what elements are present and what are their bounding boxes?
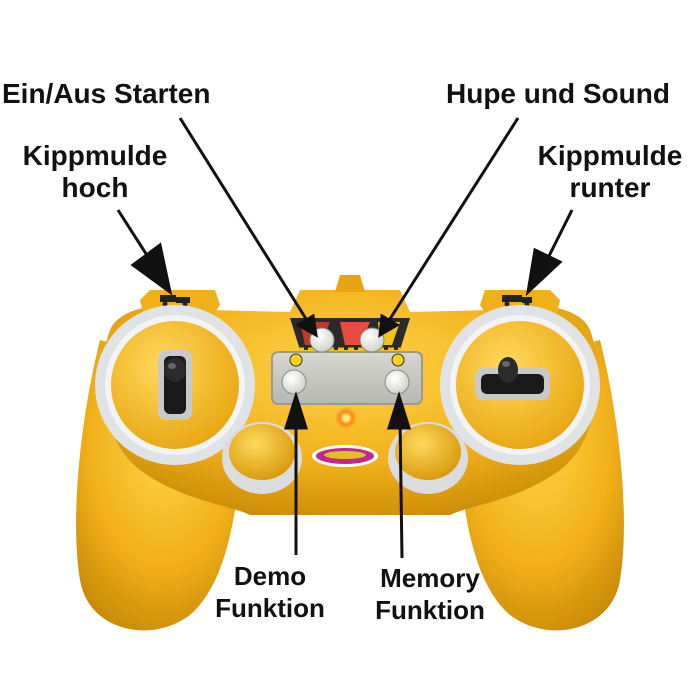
label-dump-up-line1: Kippmulde — [22, 140, 168, 171]
arrow-dump-up — [116, 209, 152, 261]
label-demo: Demo Funktion — [200, 560, 340, 624]
demo-button — [281, 369, 307, 395]
label-dump-up: Kippmulde hoch — [10, 140, 180, 204]
left-stick — [95, 305, 255, 465]
arrow-memory — [398, 419, 404, 559]
label-dump-up-line2: hoch — [61, 172, 129, 203]
callout-arrows — [116, 117, 574, 559]
arrow-on-off-head — [295, 313, 318, 338]
label-memory-line1: Memory — [380, 563, 480, 593]
brand-logo — [312, 445, 378, 467]
right-trim-button — [388, 422, 468, 494]
arrow-on-off — [178, 117, 310, 323]
memory-button — [384, 369, 410, 395]
label-dump-down-line2: runter — [569, 172, 651, 203]
label-on-off-start: Ein/Aus Starten — [2, 78, 211, 109]
horn-sound-button — [359, 327, 385, 353]
arrow-horn — [386, 117, 520, 323]
label-dump-down-line1: Kippmulde — [537, 140, 683, 171]
arrow-demo-head — [283, 390, 309, 430]
arrow-horn-head — [378, 313, 400, 338]
left-trim-button — [222, 422, 302, 494]
arrow-dump-down-head — [525, 247, 563, 297]
label-memory: Memory Funktion — [350, 562, 510, 626]
arrow-dump-down — [546, 209, 574, 259]
right-stick — [440, 305, 600, 465]
arrow-memory-head — [386, 390, 412, 430]
label-horn-sound: Hupe und Sound — [446, 78, 670, 109]
label-dump-down: Kippmulde runter — [520, 140, 700, 204]
dump-truck-up-icon — [160, 295, 190, 307]
arrow-dump-up-head — [130, 242, 173, 296]
dump-truck-down-icon — [502, 295, 532, 307]
label-demo-line1: Demo — [233, 561, 307, 591]
label-demo-line2: Funktion — [215, 593, 325, 623]
antenna-stub — [335, 275, 365, 292]
label-memory-line2: Funktion — [375, 595, 485, 625]
